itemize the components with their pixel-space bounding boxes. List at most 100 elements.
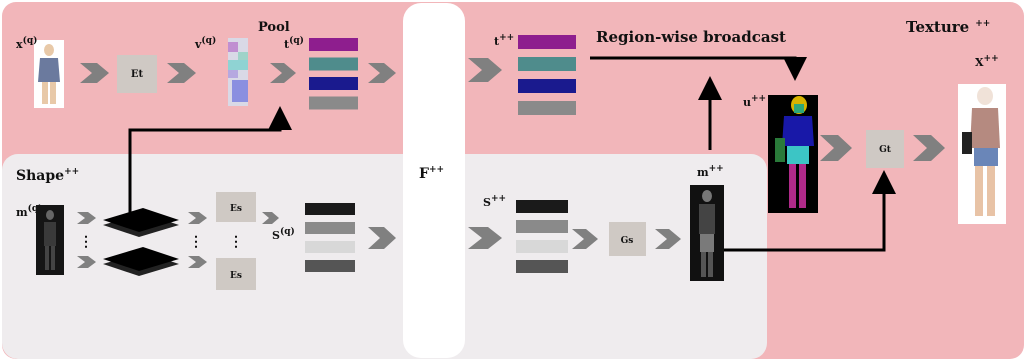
- shape-code-bar: [305, 260, 355, 272]
- et-label: Et: [131, 69, 144, 80]
- svg-text:X++: X++: [975, 54, 999, 69]
- svg-text:v(q): v(q): [194, 35, 216, 51]
- region-masks-bottom: [103, 247, 179, 276]
- x-q-sup: (q): [23, 35, 38, 46]
- x-pp-label: X: [975, 56, 984, 69]
- chevron-arrow: [270, 63, 296, 83]
- pool-label: Pool: [258, 20, 290, 35]
- region-texture-map-u: [768, 95, 818, 213]
- shape-codes-pp: [516, 200, 568, 273]
- chevron-arrow: [655, 229, 681, 249]
- chevron-arrow: [80, 63, 109, 83]
- svg-text:S(q): S(q): [272, 226, 295, 242]
- region-masks-top: [103, 208, 179, 237]
- generated-image-x: [958, 84, 1006, 224]
- svg-text:Texture++: Texture ++: [906, 18, 990, 36]
- m-pp-label: m: [697, 166, 709, 179]
- texture-code-bar: [309, 77, 358, 90]
- t-pp-label: t: [494, 35, 500, 48]
- chevron-arrow: [820, 135, 852, 161]
- gt-box: [866, 130, 904, 168]
- es-box-top: [216, 192, 256, 222]
- s-q-sup: (q): [280, 226, 295, 237]
- texture-to-broadcast-arrow: [590, 56, 807, 81]
- u-pp-label: u: [743, 96, 751, 109]
- texture-sup: ++: [975, 19, 990, 29]
- et-box: [117, 55, 157, 93]
- chevron-arrow: [188, 256, 207, 268]
- svg-text:m++: m++: [697, 164, 724, 179]
- chevron-arrow: [77, 212, 96, 224]
- texture-codes-q: [309, 38, 358, 110]
- chevron-arrow: [468, 227, 502, 249]
- chevron-arrow: [262, 212, 279, 224]
- shape-code-bar: [516, 220, 568, 233]
- svg-text:t(q): t(q): [284, 35, 304, 51]
- chevron-arrow: [368, 227, 396, 249]
- shape-code-bar: [305, 222, 355, 234]
- mask-to-gt-arrow: [724, 170, 896, 252]
- svg-text:u++: u++: [743, 94, 766, 109]
- mask-to-pool-arrow: [128, 106, 292, 214]
- texture-code-bar: [518, 35, 576, 49]
- svg-text:x(q): x(q): [16, 35, 37, 51]
- texture-label: Texture: [906, 18, 969, 36]
- es-top-label: Es: [230, 204, 242, 214]
- gt-label: Gt: [879, 145, 892, 155]
- shape-panel: [2, 154, 767, 359]
- shape-label: Shape: [16, 168, 64, 184]
- chevron-arrow: [468, 58, 502, 82]
- visual-feature-v: [228, 38, 248, 106]
- shape-code-bar: [305, 241, 355, 253]
- chevron-arrow: [77, 256, 96, 268]
- x-pp-sup: ++: [984, 54, 999, 64]
- ellipsis-dots: ⋮: [229, 234, 243, 250]
- texture-code-bar: [518, 101, 576, 115]
- generated-mask-m: [690, 185, 724, 281]
- texture-code-bar: [518, 57, 576, 71]
- m-q-sup: (q): [28, 203, 43, 214]
- chevron-arrow: [913, 135, 945, 161]
- svg-text:t++: t++: [494, 33, 514, 48]
- t-q-label: t: [284, 38, 290, 51]
- chevron-arrow: [167, 63, 196, 83]
- shape-sup: ++: [64, 167, 79, 177]
- shape-code-bar: [516, 240, 568, 253]
- svg-text:m(q): m(q): [16, 203, 42, 219]
- texture-code-bar: [309, 96, 358, 110]
- t-q-sup: (q): [289, 35, 304, 46]
- f-sup: ++: [429, 165, 444, 175]
- chevron-arrow: [188, 212, 207, 224]
- ellipsis-dots: ⋮: [79, 234, 93, 250]
- ellipsis-dots: ⋮: [189, 234, 203, 250]
- v-q-sup: (q): [201, 35, 216, 46]
- x-q-label: x: [16, 38, 23, 51]
- s-pp-sup: ++: [491, 194, 506, 204]
- texture-codes-pp: [518, 35, 576, 115]
- gs-box: [609, 222, 646, 256]
- m-q-label: m: [16, 206, 28, 219]
- query-mask-m: [36, 205, 64, 275]
- fusion-divider: [403, 3, 465, 358]
- es-box-bottom: [216, 258, 256, 290]
- u-pp-sup: ++: [751, 94, 766, 104]
- texture-code-bar: [309, 38, 358, 51]
- es-bottom-label: Es: [230, 271, 242, 281]
- gs-label: Gs: [621, 236, 634, 246]
- svg-text:F++: F++: [419, 165, 444, 182]
- region-wise-label: Region-wise broadcast: [596, 28, 786, 46]
- m-pp-sup: ++: [709, 164, 724, 174]
- texture-code-bar: [518, 79, 576, 93]
- shape-code-bar: [305, 203, 355, 215]
- f-label: F: [419, 166, 429, 182]
- shape-codes-q: [305, 203, 355, 272]
- svg-text:Shape++: Shape++: [16, 167, 79, 184]
- shape-code-bar: [516, 200, 568, 213]
- chevron-arrow: [572, 229, 598, 249]
- svg-text:S++: S++: [483, 194, 506, 209]
- s-q-label: S: [272, 229, 280, 242]
- chevron-arrow: [368, 63, 396, 83]
- s-pp-label: S: [483, 196, 491, 209]
- v-q-label: v: [194, 38, 202, 51]
- t-pp-sup: ++: [499, 33, 514, 43]
